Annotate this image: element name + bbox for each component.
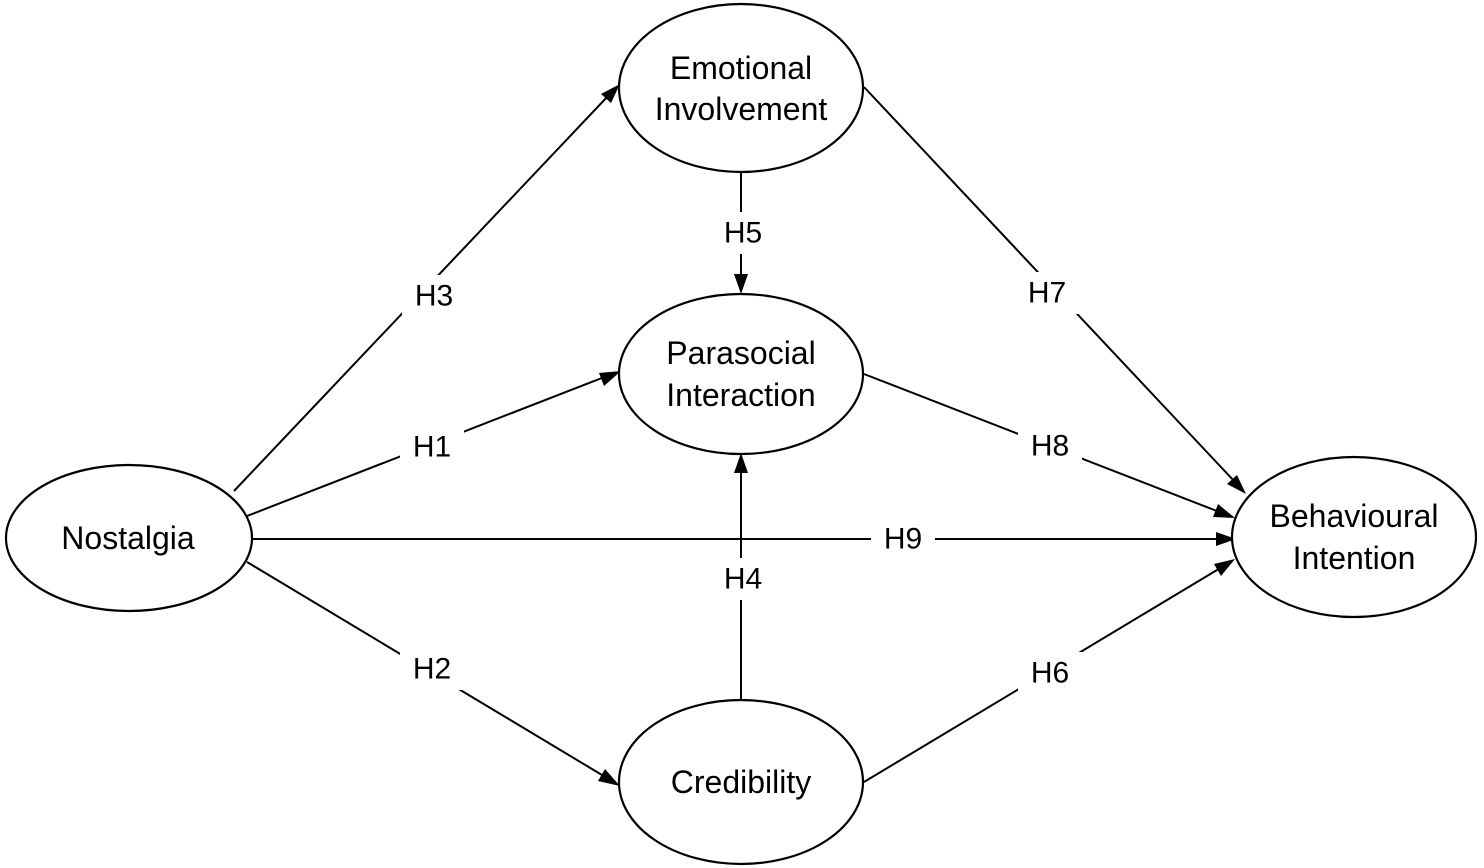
node-parasocial-interaction: Parasocial Interaction bbox=[617, 292, 865, 456]
edge-h7-arrowhead bbox=[1227, 475, 1246, 494]
edge-h8-label: H8 bbox=[1018, 425, 1082, 467]
node-nostalgia-label: Nostalgia bbox=[61, 520, 195, 556]
nodes-layer: Nostalgia Emotional Involvement Parasoci… bbox=[4, 2, 1478, 866]
node-emotional-involvement: Emotional Involvement bbox=[617, 2, 865, 174]
edge-h8-label-text: H8 bbox=[1031, 430, 1069, 463]
edge-h4-label: H4 bbox=[711, 558, 775, 600]
edge-h4-label-text: H4 bbox=[724, 563, 762, 596]
edge-h6-arrowhead bbox=[1214, 559, 1235, 576]
edge-h1-label-text: H1 bbox=[413, 431, 451, 464]
edge-h5-arrowhead bbox=[734, 274, 748, 294]
edge-h1-arrowhead bbox=[599, 371, 621, 386]
edge-h3-label-text: H3 bbox=[415, 280, 453, 313]
edge-h9-label-text: H9 bbox=[884, 523, 922, 556]
edge-h5-label: H5 bbox=[711, 212, 775, 254]
node-behavioural-intention-ellipse bbox=[1230, 455, 1478, 619]
edge-h7-label: H7 bbox=[1015, 272, 1079, 314]
arrowheads-layer bbox=[598, 84, 1246, 786]
node-behavioural-intention-label-line1: Behavioural bbox=[1270, 498, 1439, 534]
edge-h7-label-text: H7 bbox=[1028, 277, 1066, 310]
edge-h8-arrowhead bbox=[1213, 504, 1235, 518]
edge-h9-label: H9 bbox=[871, 518, 935, 560]
node-behavioural-intention: Behavioural Intention bbox=[1230, 455, 1478, 619]
node-parasocial-interaction-ellipse bbox=[617, 292, 865, 456]
node-credibility-label: Credibility bbox=[671, 764, 811, 800]
edge-h2-arrowhead bbox=[598, 769, 620, 786]
node-nostalgia-ellipse bbox=[4, 463, 254, 613]
edge-h9-arrowhead bbox=[1216, 532, 1236, 546]
node-behavioural-intention-label-line2: Intention bbox=[1293, 540, 1416, 576]
node-emotional-involvement-ellipse bbox=[617, 2, 865, 174]
node-credibility: Credibility bbox=[617, 698, 865, 866]
edge-h4-arrowhead bbox=[734, 453, 748, 473]
node-emotional-involvement-label-line2: Involvement bbox=[655, 91, 828, 127]
edge-h2-label-text: H2 bbox=[413, 653, 451, 686]
edge-h2-label: H2 bbox=[400, 648, 464, 690]
edge-h6-label: H6 bbox=[1018, 652, 1082, 694]
edge-h3-arrowhead bbox=[601, 84, 620, 103]
node-parasocial-interaction-label-line1: Parasocial bbox=[666, 335, 815, 371]
node-parasocial-interaction-label-line2: Interaction bbox=[666, 377, 815, 413]
edge-labels-layer: H3 H1 H9 H2 H5 H4 H7 H8 bbox=[400, 212, 1082, 694]
node-nostalgia: Nostalgia bbox=[4, 463, 254, 613]
edge-h5-label-text: H5 bbox=[724, 217, 762, 250]
node-credibility-ellipse bbox=[617, 698, 865, 866]
edge-h3-label: H3 bbox=[402, 275, 466, 317]
edge-h1-label: H1 bbox=[400, 426, 464, 468]
edge-h6-label-text: H6 bbox=[1031, 657, 1069, 690]
node-emotional-involvement-label-line1: Emotional bbox=[670, 50, 812, 86]
